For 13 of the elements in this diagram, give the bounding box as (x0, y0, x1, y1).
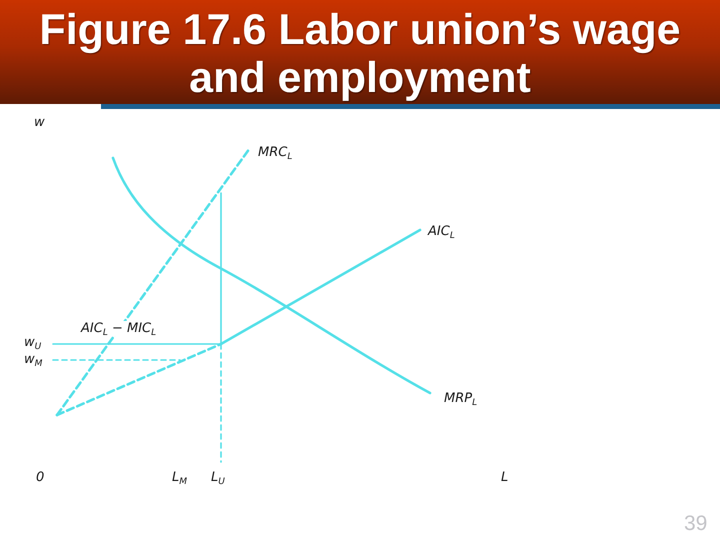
curve-label: AIC$_{L}$ (428, 224, 455, 239)
tick-label: w$_{U}$ (24, 335, 42, 350)
axis-label: L (501, 470, 508, 485)
tick-label: w$_{M}$ (24, 352, 42, 367)
curve-label: MRP$_{L}$ (444, 391, 478, 406)
curve-label: MRC$_{L}$ (258, 145, 292, 160)
tick-label: 0 (36, 470, 44, 485)
tick-label: L$_{M}$ (172, 470, 188, 485)
axis-label: w (34, 115, 45, 130)
curve-label: AIC$_{L}$ − MIC$_{L}$ (80, 321, 158, 336)
tick-label: L$_{U}$ (211, 470, 225, 485)
slide-title: Figure 17.6 Labor union’s wage and employment (38, 6, 682, 102)
page-number: 39 (684, 512, 708, 536)
